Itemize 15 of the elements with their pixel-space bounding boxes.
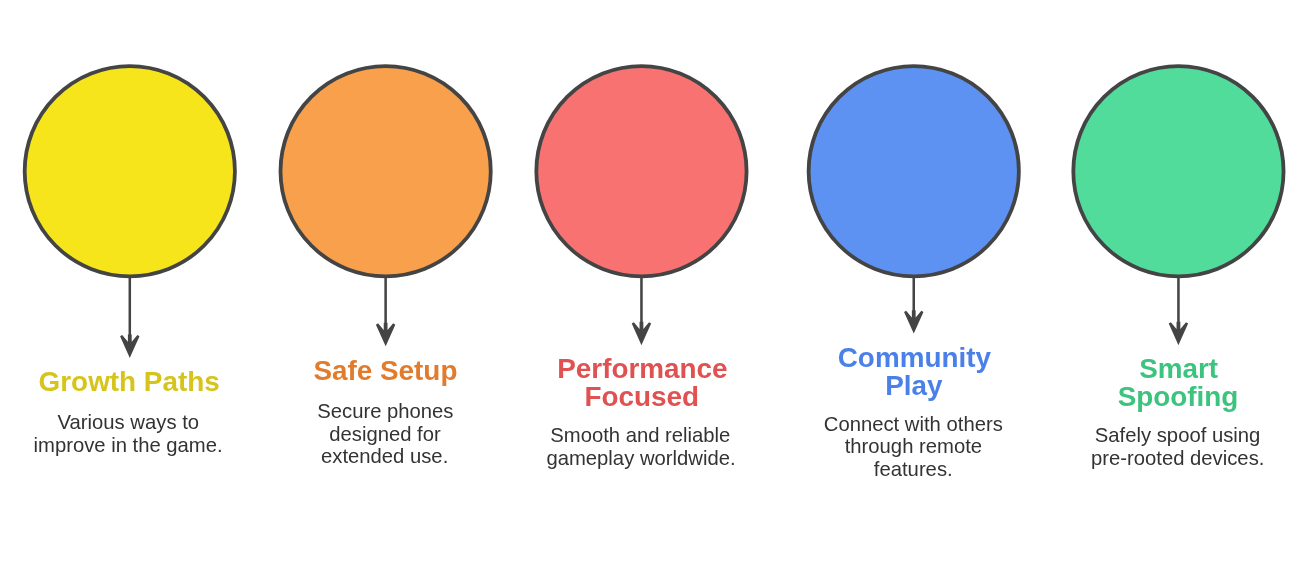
arrow	[1168, 276, 1189, 343]
node-text: Safe Setup Secure phones designed for extended use.	[313, 354, 458, 467]
node-circle	[22, 63, 237, 278]
node-text: Community Play Connect with others through remote features.	[823, 341, 1003, 480]
node-circle	[1071, 63, 1286, 278]
node-circle	[806, 63, 1021, 278]
node-text: Smart Spoofing Safely spoof using pre-rooted devices.	[1091, 352, 1265, 469]
node-text: Growth Paths Various ways to improve in the game.	[33, 365, 223, 456]
arrow	[631, 276, 652, 343]
node-circle	[534, 63, 749, 278]
arrow	[120, 276, 140, 356]
arrow	[375, 276, 396, 344]
arrow	[903, 276, 924, 332]
node-circle	[278, 63, 493, 278]
node-text: Performance Focused Smooth and reliable gameplay worldwide.	[546, 352, 736, 469]
